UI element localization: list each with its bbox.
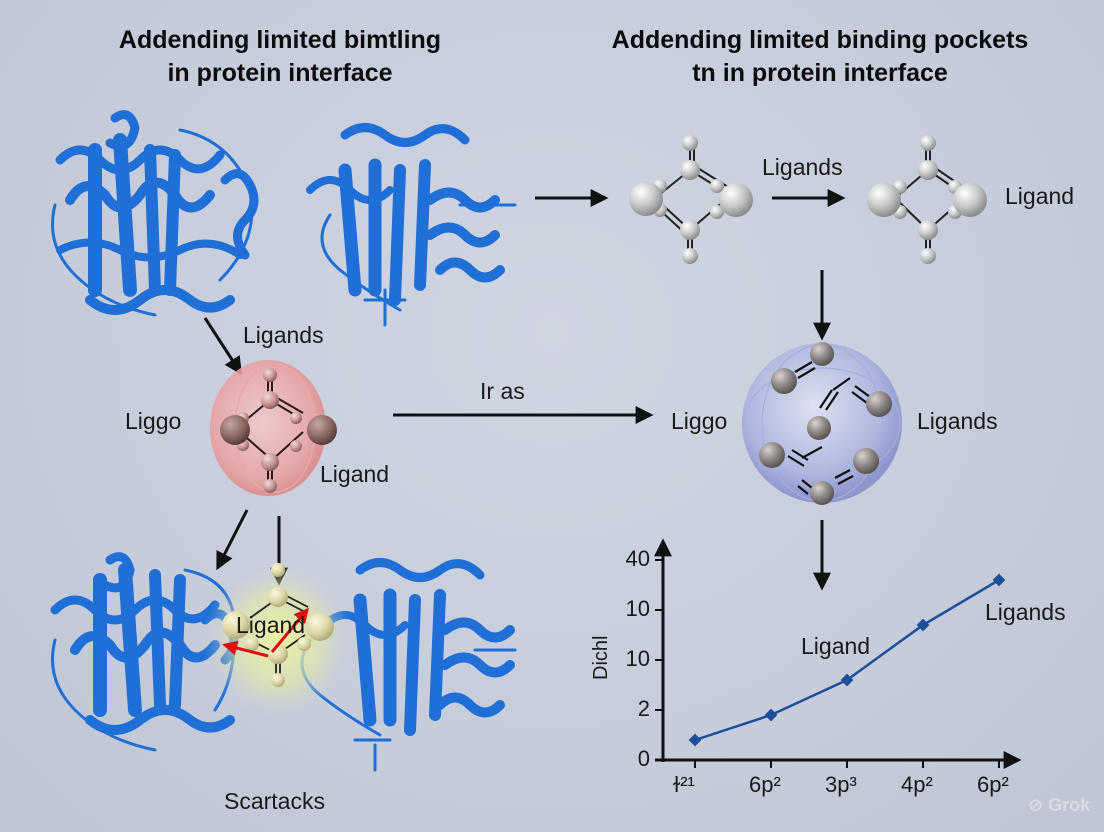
chart-x-tick: 6p² bbox=[749, 772, 781, 797]
label-left-pocket-top: Ligands bbox=[243, 322, 324, 348]
red-arrow-1 bbox=[222, 640, 269, 658]
chart-data-point bbox=[688, 733, 702, 747]
arrow-pink-to-complex-left bbox=[216, 509, 249, 571]
grok-logo-icon: ⊘ bbox=[1028, 795, 1044, 815]
chart-x-tick: 6p² bbox=[977, 772, 1009, 797]
watermark: ⊘ Grok bbox=[1028, 795, 1090, 816]
chart-y-tick: 2 bbox=[637, 696, 650, 721]
right-title: Addending limited binding pockets tn in … bbox=[570, 24, 1070, 90]
chart-y-tick: 10 bbox=[625, 596, 650, 621]
label-middle-arrow: Ir as bbox=[480, 378, 525, 404]
blue-binding-pocket bbox=[742, 342, 902, 505]
left-title-line2: in protein interface bbox=[167, 59, 393, 87]
chart-data-point bbox=[992, 573, 1006, 587]
left-title-line1: Addending limited bimtling bbox=[118, 26, 442, 54]
chart-data-point bbox=[764, 708, 778, 722]
chart-y-tick: 10 bbox=[625, 646, 650, 671]
red-arrow-2 bbox=[270, 607, 309, 653]
chart-x-tick: ɫ²¹ bbox=[673, 772, 695, 797]
watermark-text: Grok bbox=[1048, 795, 1091, 815]
right-title-line1: Addending limited binding pockets bbox=[611, 26, 1029, 54]
chart-x-tick: 3p³ bbox=[825, 772, 857, 797]
label-top-right-ligand: Ligand bbox=[1005, 183, 1075, 209]
label-top-arrow: Ligands bbox=[762, 154, 843, 180]
label-bottom-caption: Scartacks bbox=[224, 788, 325, 814]
label-left-pocket-left: Liggo bbox=[125, 408, 182, 434]
arrows bbox=[203, 189, 846, 591]
complex-ligand bbox=[203, 560, 353, 720]
protein-ribbon-top-left bbox=[51, 110, 259, 317]
pink-binding-pocket bbox=[210, 360, 337, 496]
chart-y-label: Dichl bbox=[590, 635, 612, 680]
chart-series-line bbox=[694, 578, 1000, 742]
label-right-pocket-left: Liggo bbox=[671, 408, 728, 434]
chart-x-tick: 4p² bbox=[901, 772, 933, 797]
left-title: Addending limited bimtling in protein in… bbox=[60, 24, 500, 90]
chart-annotation: Ligands bbox=[985, 599, 1066, 625]
chart-annotation: Ligand bbox=[801, 633, 871, 659]
molecule-2 bbox=[867, 135, 987, 264]
label-complex-ligand: Ligand bbox=[236, 612, 306, 638]
protein-ribbon-bottom-right bbox=[300, 558, 517, 772]
arrow-protein-to-pink bbox=[203, 317, 242, 376]
molecule-1 bbox=[629, 135, 753, 264]
chart-y-tick: 0 bbox=[637, 746, 650, 771]
label-left-pocket-right: Ligand bbox=[320, 461, 390, 487]
protein-ribbon-top-right bbox=[306, 123, 517, 327]
label-right-pocket-right: Ligands bbox=[917, 408, 998, 434]
chart-y-tick: 40 bbox=[625, 546, 650, 571]
right-title-line2: tn in protein interface bbox=[692, 59, 948, 87]
